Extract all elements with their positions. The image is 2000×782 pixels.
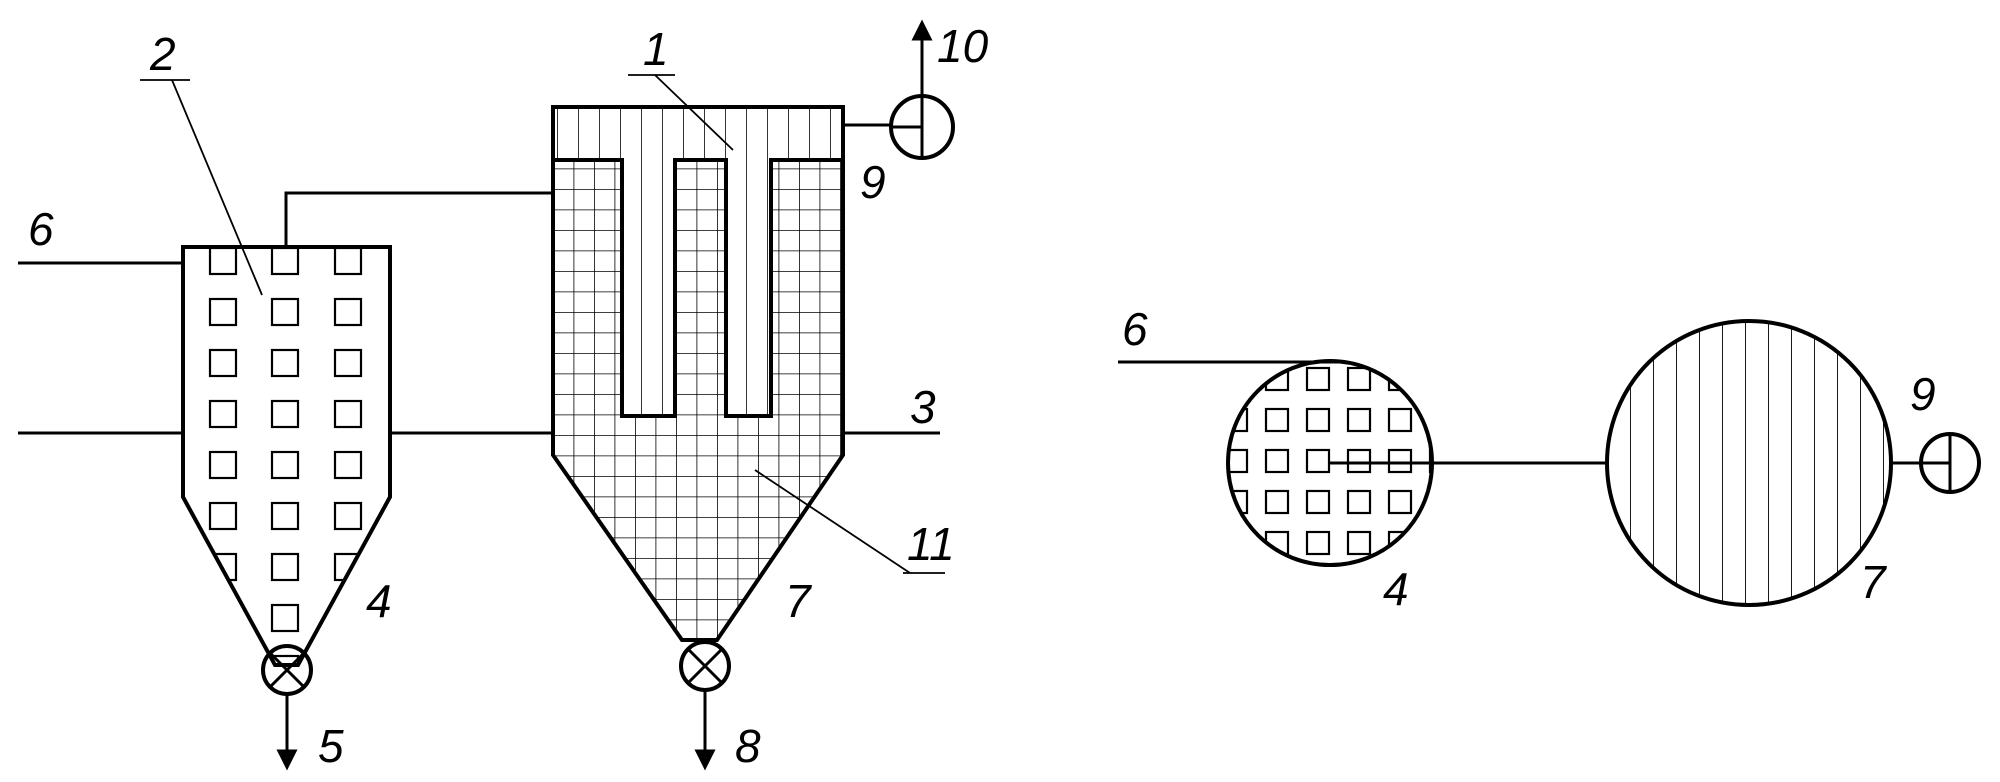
fill-square xyxy=(333,603,363,633)
fill-square xyxy=(1428,366,1432,392)
furnace-top-band xyxy=(553,107,843,160)
label-6: 6 xyxy=(28,203,54,255)
fill-square xyxy=(270,297,300,327)
fill-square xyxy=(270,552,300,582)
leader-1 xyxy=(654,74,734,151)
fill-square xyxy=(1228,448,1249,474)
fill-square xyxy=(208,297,238,327)
label-9: 9 xyxy=(860,156,886,208)
furnace-grid-fill xyxy=(553,107,843,640)
top-view-cyclone xyxy=(1225,359,1452,595)
label-1: 1 xyxy=(643,23,669,75)
fill-square xyxy=(210,707,236,733)
furnace-reactor xyxy=(551,105,845,642)
top-view-furnace xyxy=(1605,319,1893,607)
top-view-fan xyxy=(1919,432,1981,494)
label-7: 7 xyxy=(785,575,812,627)
rotary-valve-furnace xyxy=(679,640,731,692)
fill-square xyxy=(1305,407,1331,433)
fill-square xyxy=(270,348,300,378)
cyclone-body xyxy=(181,245,392,667)
label-11: 11 xyxy=(907,518,955,570)
fill-square xyxy=(272,707,298,733)
label-5: 5 xyxy=(318,720,344,772)
fill-square xyxy=(333,501,363,531)
fill-square xyxy=(1346,530,1372,556)
fill-square xyxy=(1430,573,1452,595)
fill-square xyxy=(1346,407,1372,433)
fill-square xyxy=(1305,530,1331,556)
fill-square xyxy=(1305,448,1331,474)
fill-square xyxy=(1305,366,1331,392)
fill-square xyxy=(1305,489,1331,515)
fill-square xyxy=(1228,530,1249,556)
heater-element-outline xyxy=(553,158,843,418)
label-3: 3 xyxy=(910,381,936,433)
fill-square xyxy=(270,501,300,531)
heater-element-fill xyxy=(618,107,771,416)
fill-square xyxy=(1264,489,1290,515)
fill-square xyxy=(270,450,300,480)
fill-square xyxy=(270,399,300,429)
fill-square xyxy=(333,399,363,429)
label-right-9: 9 xyxy=(1910,368,1936,420)
fill-square xyxy=(1264,407,1290,433)
fill-square xyxy=(1428,489,1432,515)
leader-2 xyxy=(171,79,263,296)
fill-square xyxy=(1428,530,1432,556)
fill-square xyxy=(333,348,363,378)
top-view-cyclone-squares xyxy=(1225,366,1452,595)
fill-square xyxy=(1346,366,1372,392)
fill-square xyxy=(1387,407,1413,433)
fill-square xyxy=(333,450,363,480)
fill-square xyxy=(333,654,363,665)
rotary-valve-cyclone xyxy=(261,644,313,696)
fill-square xyxy=(1387,448,1413,474)
fill-square xyxy=(1307,573,1329,595)
fill-square xyxy=(1346,489,1372,515)
fill-square xyxy=(1225,573,1247,595)
fill-square xyxy=(333,297,363,327)
fill-square xyxy=(208,399,238,429)
fill-square xyxy=(1266,573,1288,595)
furnace-outline xyxy=(551,105,845,642)
leader-11 xyxy=(754,469,911,574)
fill-square xyxy=(208,654,238,665)
label-2: 2 xyxy=(149,28,176,80)
fill-square xyxy=(1428,407,1432,433)
label-right-7: 7 xyxy=(1860,556,1887,608)
label-4: 4 xyxy=(366,575,392,627)
label-right-4: 4 xyxy=(1383,563,1409,615)
fill-square xyxy=(333,247,363,276)
label-right-6: 6 xyxy=(1122,303,1148,355)
fill-square xyxy=(270,654,300,665)
fill-square xyxy=(208,450,238,480)
fill-square xyxy=(270,247,300,276)
fill-square xyxy=(208,603,238,633)
fill-square xyxy=(208,247,238,276)
fill-square xyxy=(208,501,238,531)
fill-square xyxy=(1346,448,1372,474)
fill-square xyxy=(208,348,238,378)
fill-square xyxy=(1387,489,1413,515)
fill-square xyxy=(270,603,300,633)
label-10: 10 xyxy=(937,20,989,72)
connecting-pipe-top xyxy=(284,191,553,247)
label-8: 8 xyxy=(735,720,761,772)
cyclone-separator xyxy=(181,245,392,733)
fill-square xyxy=(1228,366,1249,392)
fill-square xyxy=(1264,448,1290,474)
fill-square xyxy=(1348,573,1370,595)
cyclone-fill-squares xyxy=(208,247,363,733)
